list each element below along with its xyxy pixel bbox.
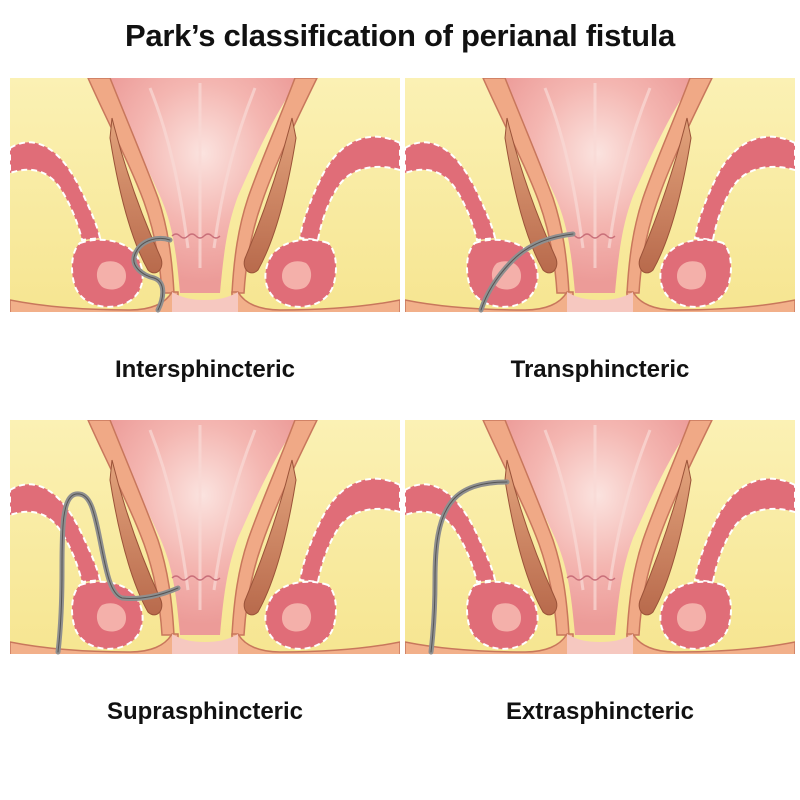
panel-intersphincteric [10,78,400,318]
extrasphincteric-diagram [405,420,795,660]
panel-suprasphincteric [10,420,400,660]
label-intersphincteric: Intersphincteric [114,356,296,383]
label-extrasphincteric: Extrasphincteric [505,698,695,725]
label-transphincteric: Transphincteric [510,356,690,383]
suprasphincteric-diagram [10,420,400,660]
page-title: Park’s classification of perianal fistul… [125,18,675,53]
label-suprasphincteric: Suprasphincteric [106,698,304,725]
panel-transphincteric [405,78,795,318]
panel-extrasphincteric [405,420,795,660]
transphincteric-diagram [405,78,795,318]
intersphincteric-diagram [10,78,400,318]
